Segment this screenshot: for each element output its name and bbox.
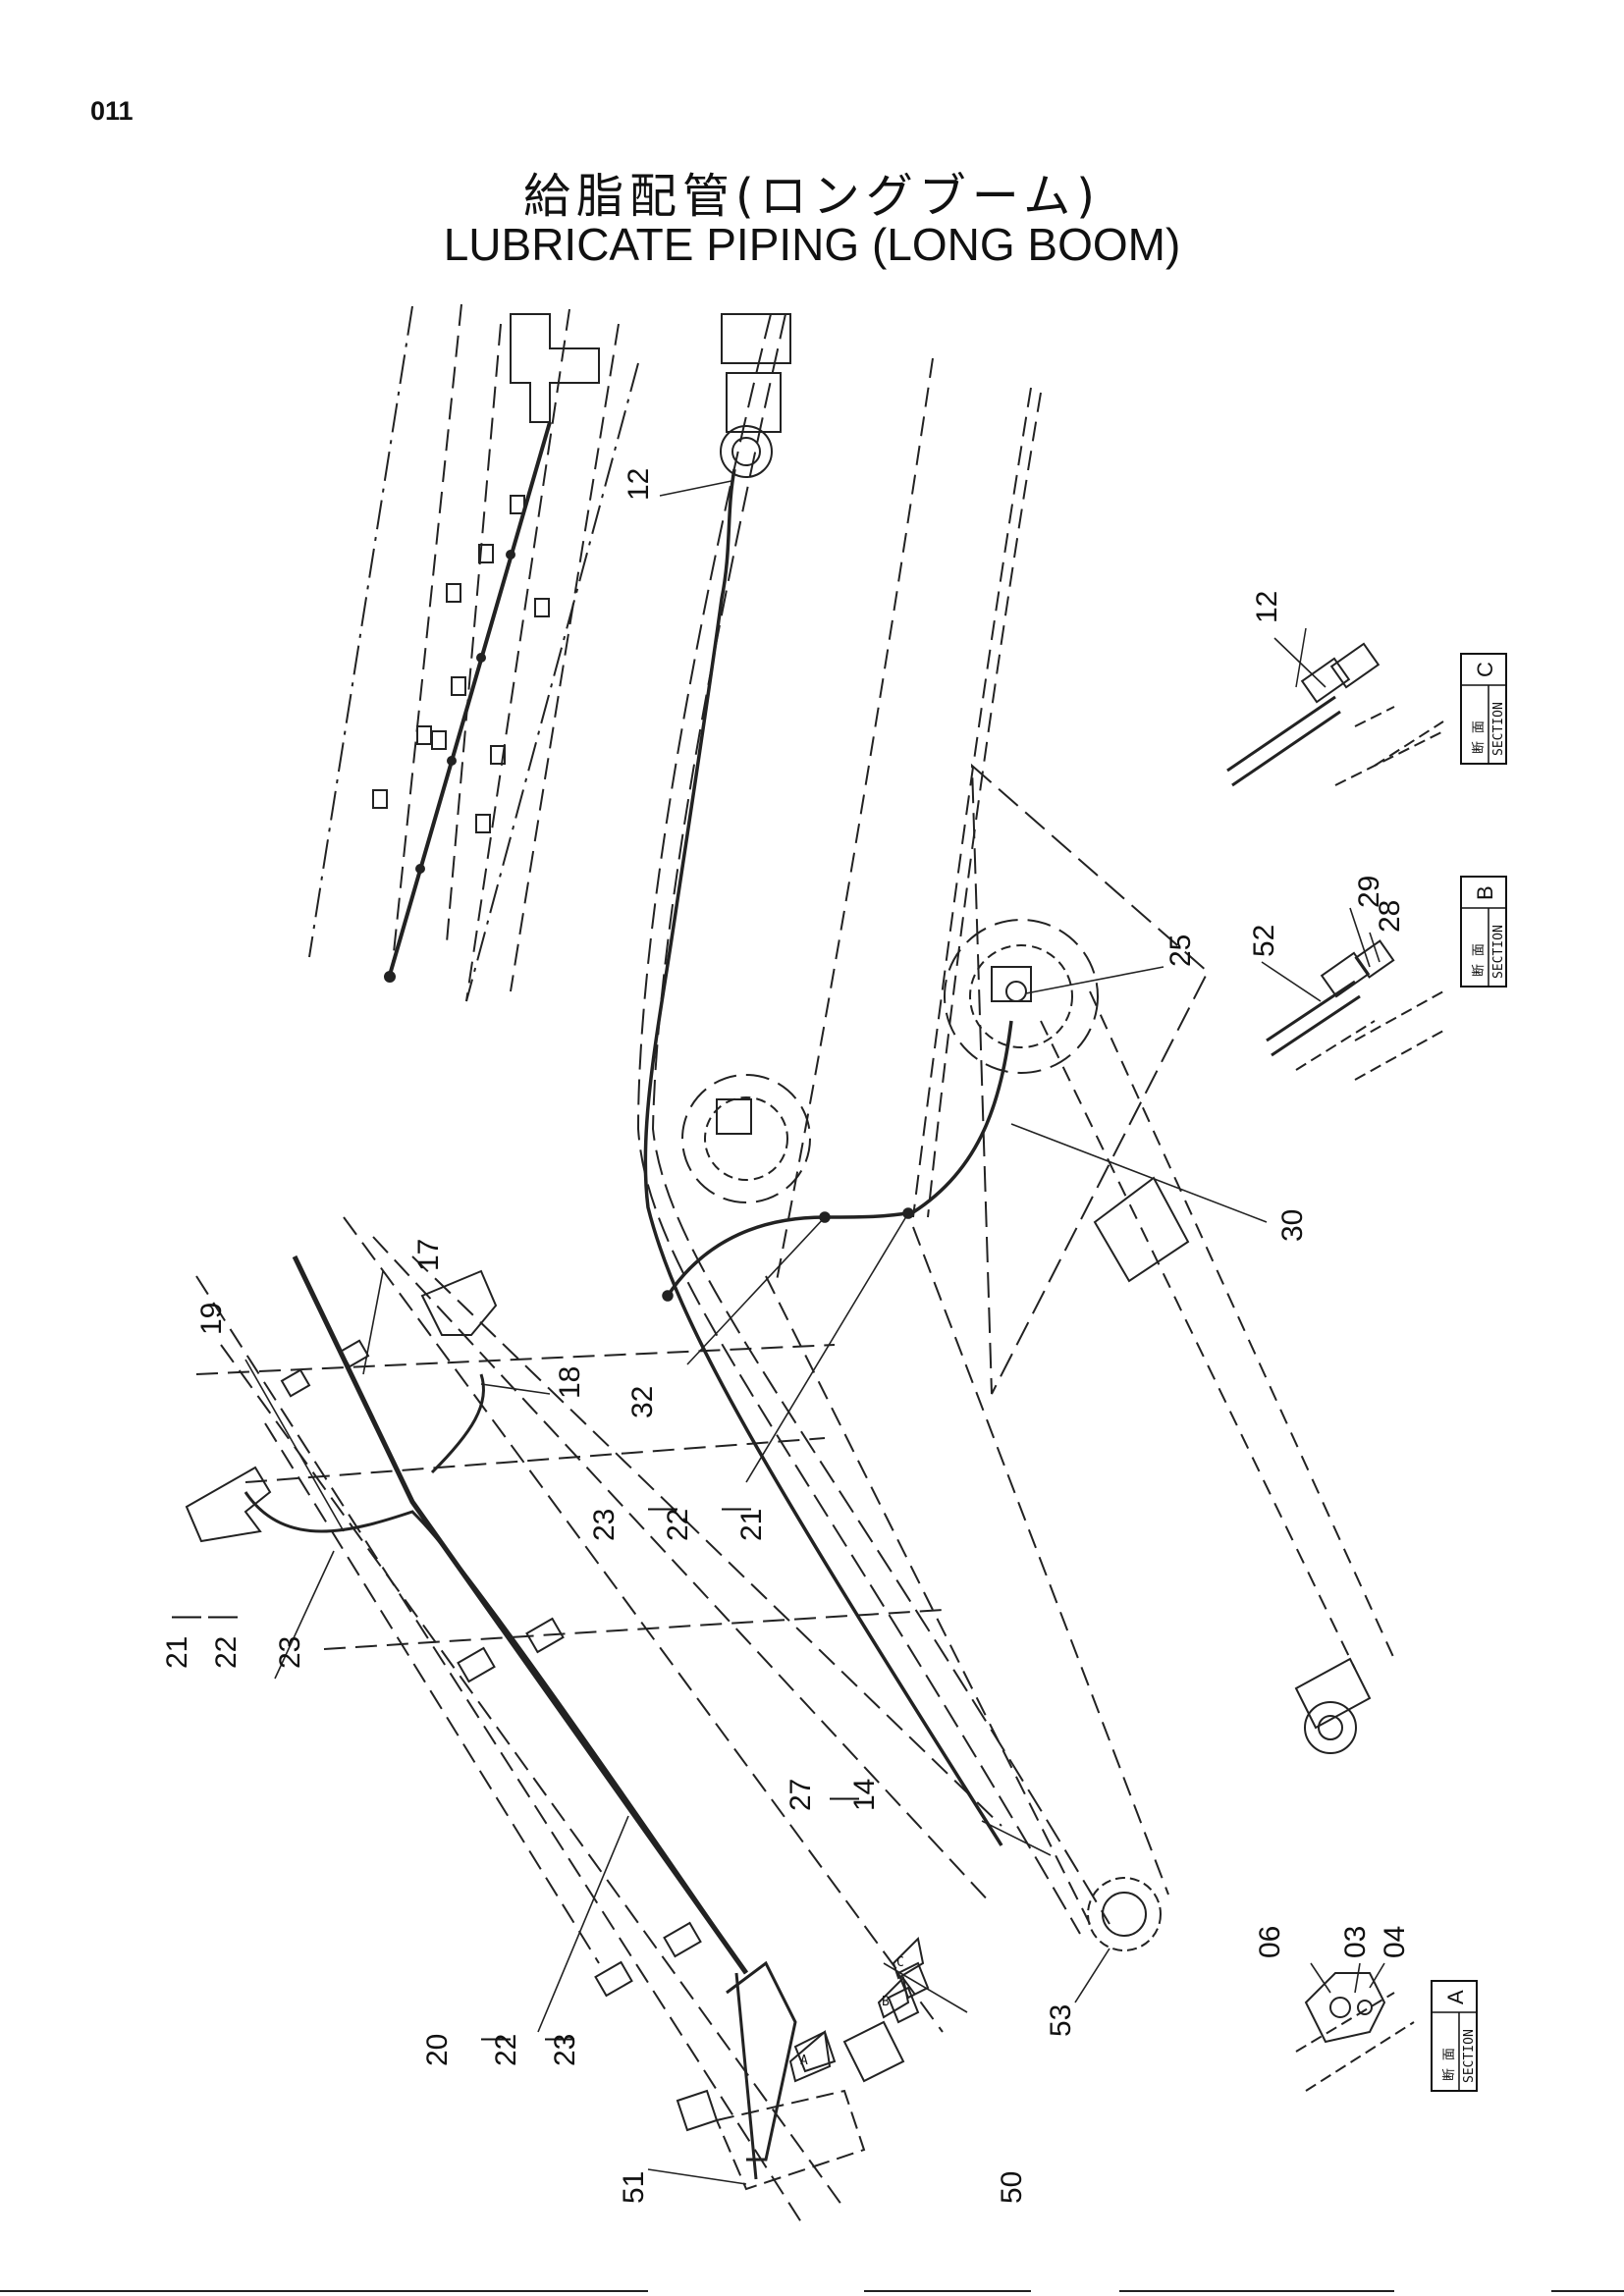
section-b-detail <box>1266 939 1444 1081</box>
section-a-detail <box>1295 1972 1415 2092</box>
dash-27-14: — <box>830 1781 859 1813</box>
label-22-group1: 22 <box>210 1636 243 1669</box>
label-52: 52 <box>1248 925 1280 957</box>
label-19: 19 <box>195 1303 228 1335</box>
grease-pipes <box>643 468 1013 1846</box>
label-14: 14 <box>848 1779 881 1811</box>
view-mark-a: A <box>800 2054 808 2068</box>
section-b-kanji: 断 面 <box>1472 943 1487 977</box>
boom-structure <box>636 313 1395 1951</box>
dash-group2b: — <box>722 1491 751 1523</box>
label-22-group2: 22 <box>662 1509 694 1541</box>
dash-group1b: — <box>208 1599 238 1631</box>
label-21-group2: 21 <box>735 1509 768 1541</box>
label-20-group3: 20 <box>421 2034 454 2066</box>
label-29: 29 <box>1353 876 1385 908</box>
dash-group1a: — <box>172 1599 201 1631</box>
dash-group3b: — <box>545 2021 574 2054</box>
label-06: 06 <box>1254 1926 1286 1958</box>
section-c-word: SECTION <box>1491 702 1506 756</box>
label-51: 51 <box>618 2171 650 2204</box>
label-25: 25 <box>1164 934 1197 967</box>
section-a-kanji: 断 面 <box>1442 2048 1457 2081</box>
label-23-group1: 23 <box>274 1636 306 1669</box>
section-c-letter: C <box>1473 662 1497 677</box>
section-box-b: 断 面 SECTION B <box>1460 876 1507 988</box>
label-12-top: 12 <box>623 468 655 501</box>
view-arrow-marks <box>788 1936 925 2083</box>
view-mark-b: B <box>882 1995 890 2009</box>
section-c-kanji: 断 面 <box>1472 721 1487 754</box>
section-box-c: 断 面 SECTION C <box>1460 653 1507 765</box>
label-30: 30 <box>1276 1209 1309 1242</box>
label-23-group2: 23 <box>588 1509 621 1541</box>
label-50: 50 <box>996 2171 1028 2204</box>
label-28: 28 <box>1374 900 1406 933</box>
label-23-group3: 23 <box>549 2034 581 2066</box>
label-03: 03 <box>1339 1926 1372 1958</box>
label-32: 32 <box>626 1386 659 1418</box>
label-18: 18 <box>554 1366 586 1399</box>
label-22-group3: 22 <box>490 2034 522 2066</box>
section-b-word: SECTION <box>1491 925 1506 979</box>
section-a-letter: A <box>1443 1990 1468 2004</box>
label-21-group1: 21 <box>161 1636 193 1669</box>
page-number: 011 <box>90 96 134 126</box>
label-53: 53 <box>1045 2004 1077 2037</box>
boom-top-detail <box>308 303 639 1002</box>
section-a-word: SECTION <box>1462 2029 1477 2083</box>
section-box-a: 断 面 SECTION A <box>1431 1980 1478 2092</box>
leader-lines <box>244 480 1385 2185</box>
title-japanese: 給脂配管(ロングブーム) <box>522 169 1101 224</box>
title-english: LUBRICATE PIPING (LONG BOOM) <box>443 219 1181 270</box>
dash-group2a: — <box>648 1491 677 1523</box>
section-c-detail <box>1226 627 1444 787</box>
label-12-section-c: 12 <box>1251 591 1283 623</box>
view-mark-c: C <box>896 1955 904 1970</box>
part-number-labels: 12 12 17 18 19 25 29 28 52 30 32 23 — 22… <box>161 468 1411 2204</box>
drawing-linework <box>185 303 1444 2229</box>
boom-bracket-section <box>185 1216 1002 2229</box>
label-17: 17 <box>412 1239 445 1271</box>
label-04: 04 <box>1379 1926 1411 1958</box>
label-27: 27 <box>785 1779 817 1811</box>
dash-group3a: — <box>481 2021 511 2054</box>
section-b-letter: B <box>1473 885 1497 900</box>
